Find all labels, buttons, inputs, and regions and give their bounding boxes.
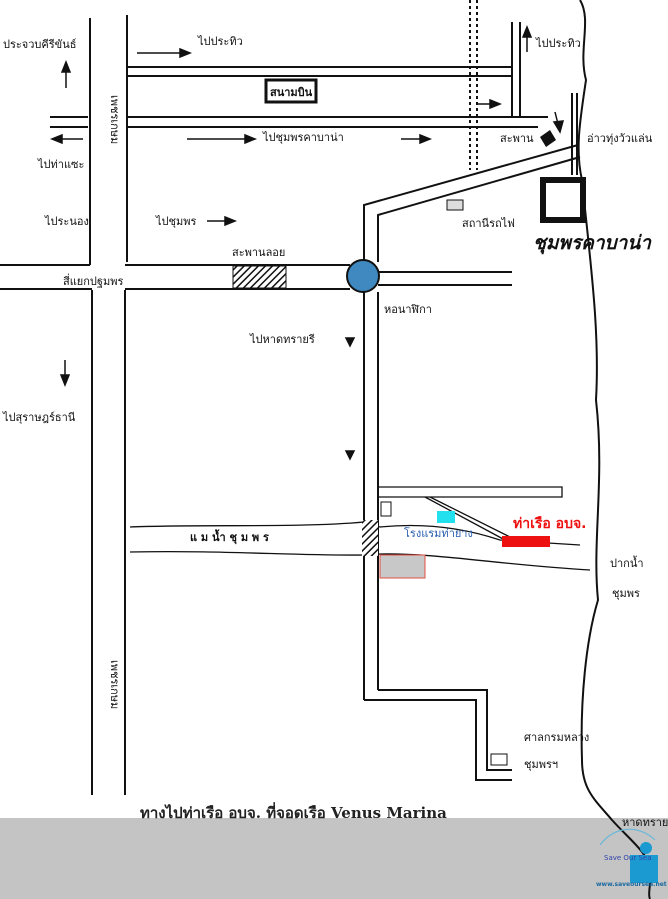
cabana-marker bbox=[540, 177, 586, 223]
label-shrine: ศาลกรมหลวง bbox=[524, 731, 589, 744]
label-phetkasem-2: เพชรเกษม bbox=[108, 660, 121, 709]
label-airport: สนามบิน bbox=[270, 86, 313, 99]
label-to-sai-ri: ไปหาดทรายรี bbox=[249, 333, 315, 346]
label-thung-wua-laen: อ่าวทุ่งวัวแล่น bbox=[587, 132, 653, 145]
prathio-road bbox=[128, 22, 521, 117]
label-clock-tower: หอนาฬิกา bbox=[384, 303, 432, 316]
airport-marker bbox=[264, 78, 318, 104]
river-bridge bbox=[362, 520, 378, 556]
label-to-tha-sae: ไปท่าแซะ bbox=[37, 158, 84, 171]
label-phetkasem: เพชรเกษม bbox=[108, 95, 121, 144]
label-river-mouth: ปากน้ำ bbox=[610, 555, 644, 570]
logo-text: Save Our Sea bbox=[604, 854, 652, 862]
bottom-band bbox=[0, 818, 668, 899]
pathomphon-road bbox=[0, 264, 512, 290]
label-hotel: โรงแรมท่ายาง bbox=[404, 526, 473, 540]
logo-url: www.saveoursea.net bbox=[596, 881, 667, 888]
main-road bbox=[363, 144, 581, 781]
label-to-prathio: ไปประทิว bbox=[197, 35, 243, 48]
hotel-marker bbox=[437, 511, 455, 523]
label-to-prathio-2: ไปประทิว bbox=[535, 37, 581, 50]
gray-building bbox=[379, 554, 426, 579]
clock-tower-roundabout bbox=[346, 259, 380, 293]
label-chumphon-cabana: ชุมพรคาบาน่า bbox=[533, 232, 652, 255]
direction-arrows bbox=[49, 24, 565, 461]
label-shrine-2: ชุมพรฯ bbox=[524, 758, 558, 771]
railway bbox=[469, 0, 478, 170]
bridge-marker bbox=[540, 130, 556, 147]
building-icon bbox=[380, 501, 392, 517]
label-river-mouth-2: ชุมพร bbox=[612, 587, 640, 600]
shrine-icon bbox=[490, 753, 508, 766]
label-to-cabana: ไปชุมพรคาบาน่า bbox=[262, 131, 344, 144]
label-to-surat: ไปสุราษฎร์ธานี bbox=[2, 411, 76, 424]
label-river: แ ม น้ำ ชุ ม พ ร bbox=[190, 529, 269, 545]
pier-marker bbox=[502, 536, 550, 547]
phetkasem-road bbox=[89, 15, 128, 795]
map-title: ทางไปท่าเรือ อบจ. ที่จอดเรือ Venus Marin… bbox=[140, 802, 447, 822]
train-station-icon bbox=[446, 199, 464, 211]
label-to-chumphon: ไปชุมพร bbox=[155, 215, 196, 228]
label-overpass: สะพานลอย bbox=[232, 246, 285, 259]
coastline bbox=[577, 0, 654, 899]
label-pathomphon-junction: สี่แยกปฐมพร bbox=[63, 273, 124, 288]
label-sai-ri-beach: หาดทรายรี bbox=[622, 816, 668, 829]
label-train-station: สถานีรถไฟ bbox=[462, 217, 515, 230]
overpass-marker bbox=[232, 265, 287, 289]
label-bridge: สะพาน bbox=[500, 132, 534, 145]
save-our-sea-logo: Save Our Sea www.saveoursea.net bbox=[596, 828, 667, 888]
label-pier: ท่าเรือ อบจ. bbox=[513, 516, 587, 532]
label-prachuap: ประจวบคีรีขันธ์ bbox=[3, 38, 76, 51]
label-to-ranong: ไประนอง bbox=[44, 215, 89, 228]
